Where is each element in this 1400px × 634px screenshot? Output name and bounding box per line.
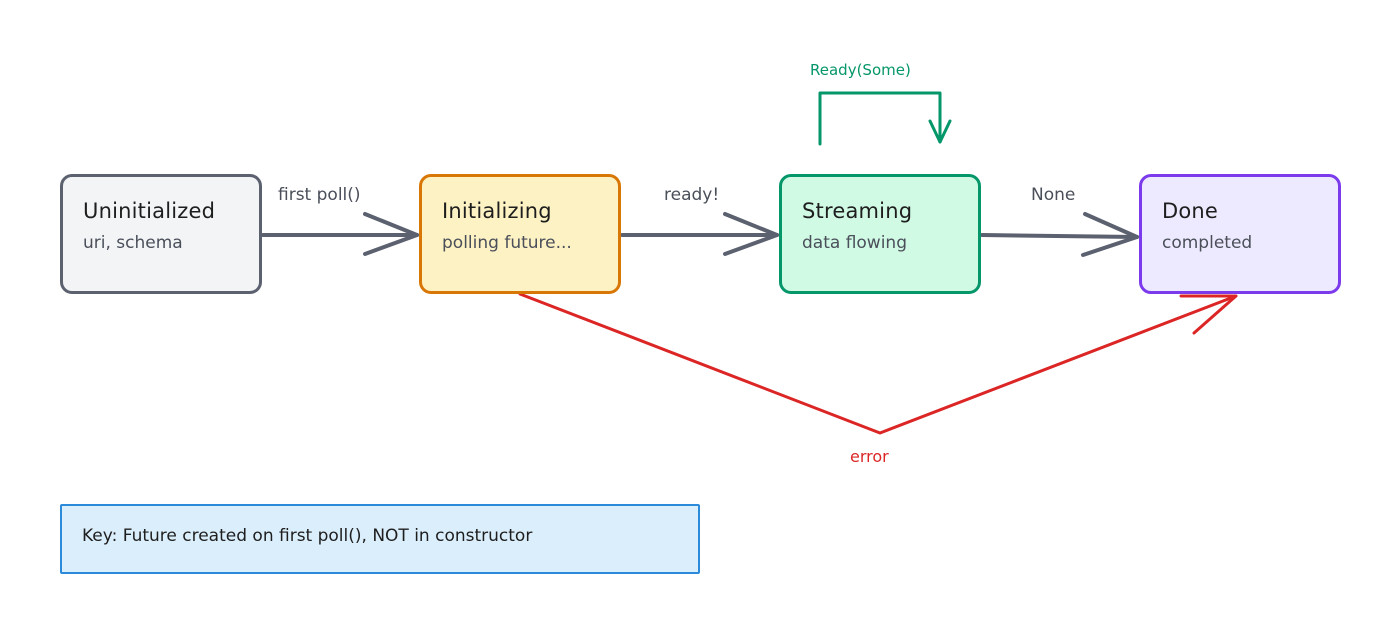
key-note-text: Key: Future created on first poll(), NOT…: [82, 526, 533, 546]
arrow-ready: [620, 212, 779, 256]
state-streaming: Streaming data flowing: [779, 174, 981, 294]
arrow-none: [980, 212, 1139, 257]
state-title: Initializing: [442, 199, 552, 223]
transition-label-first-poll: first poll(): [278, 185, 361, 205]
state-title: Uninitialized: [83, 199, 216, 223]
transition-label-ready-some: Ready(Some): [810, 61, 911, 79]
transition-label-none: None: [1031, 185, 1076, 205]
state-done: Done completed: [1139, 174, 1341, 294]
state-subtitle: polling future...: [442, 233, 572, 253]
transition-label-ready: ready!: [664, 185, 720, 205]
state-uninitialized: Uninitialized uri, schema: [60, 174, 262, 294]
state-subtitle: uri, schema: [83, 233, 183, 253]
state-title: Done: [1162, 199, 1219, 223]
state-subtitle: data flowing: [802, 233, 907, 253]
arrow-ready-some-loop: [818, 91, 952, 146]
transition-label-error: error: [850, 447, 889, 466]
state-title: Streaming: [802, 199, 913, 223]
arrow-first-poll: [261, 212, 419, 256]
state-subtitle: completed: [1162, 233, 1253, 253]
key-note: Key: Future created on first poll(), NOT…: [60, 504, 700, 574]
state-initializing: Initializing polling future...: [419, 174, 621, 294]
arrow-error: [518, 292, 1238, 435]
